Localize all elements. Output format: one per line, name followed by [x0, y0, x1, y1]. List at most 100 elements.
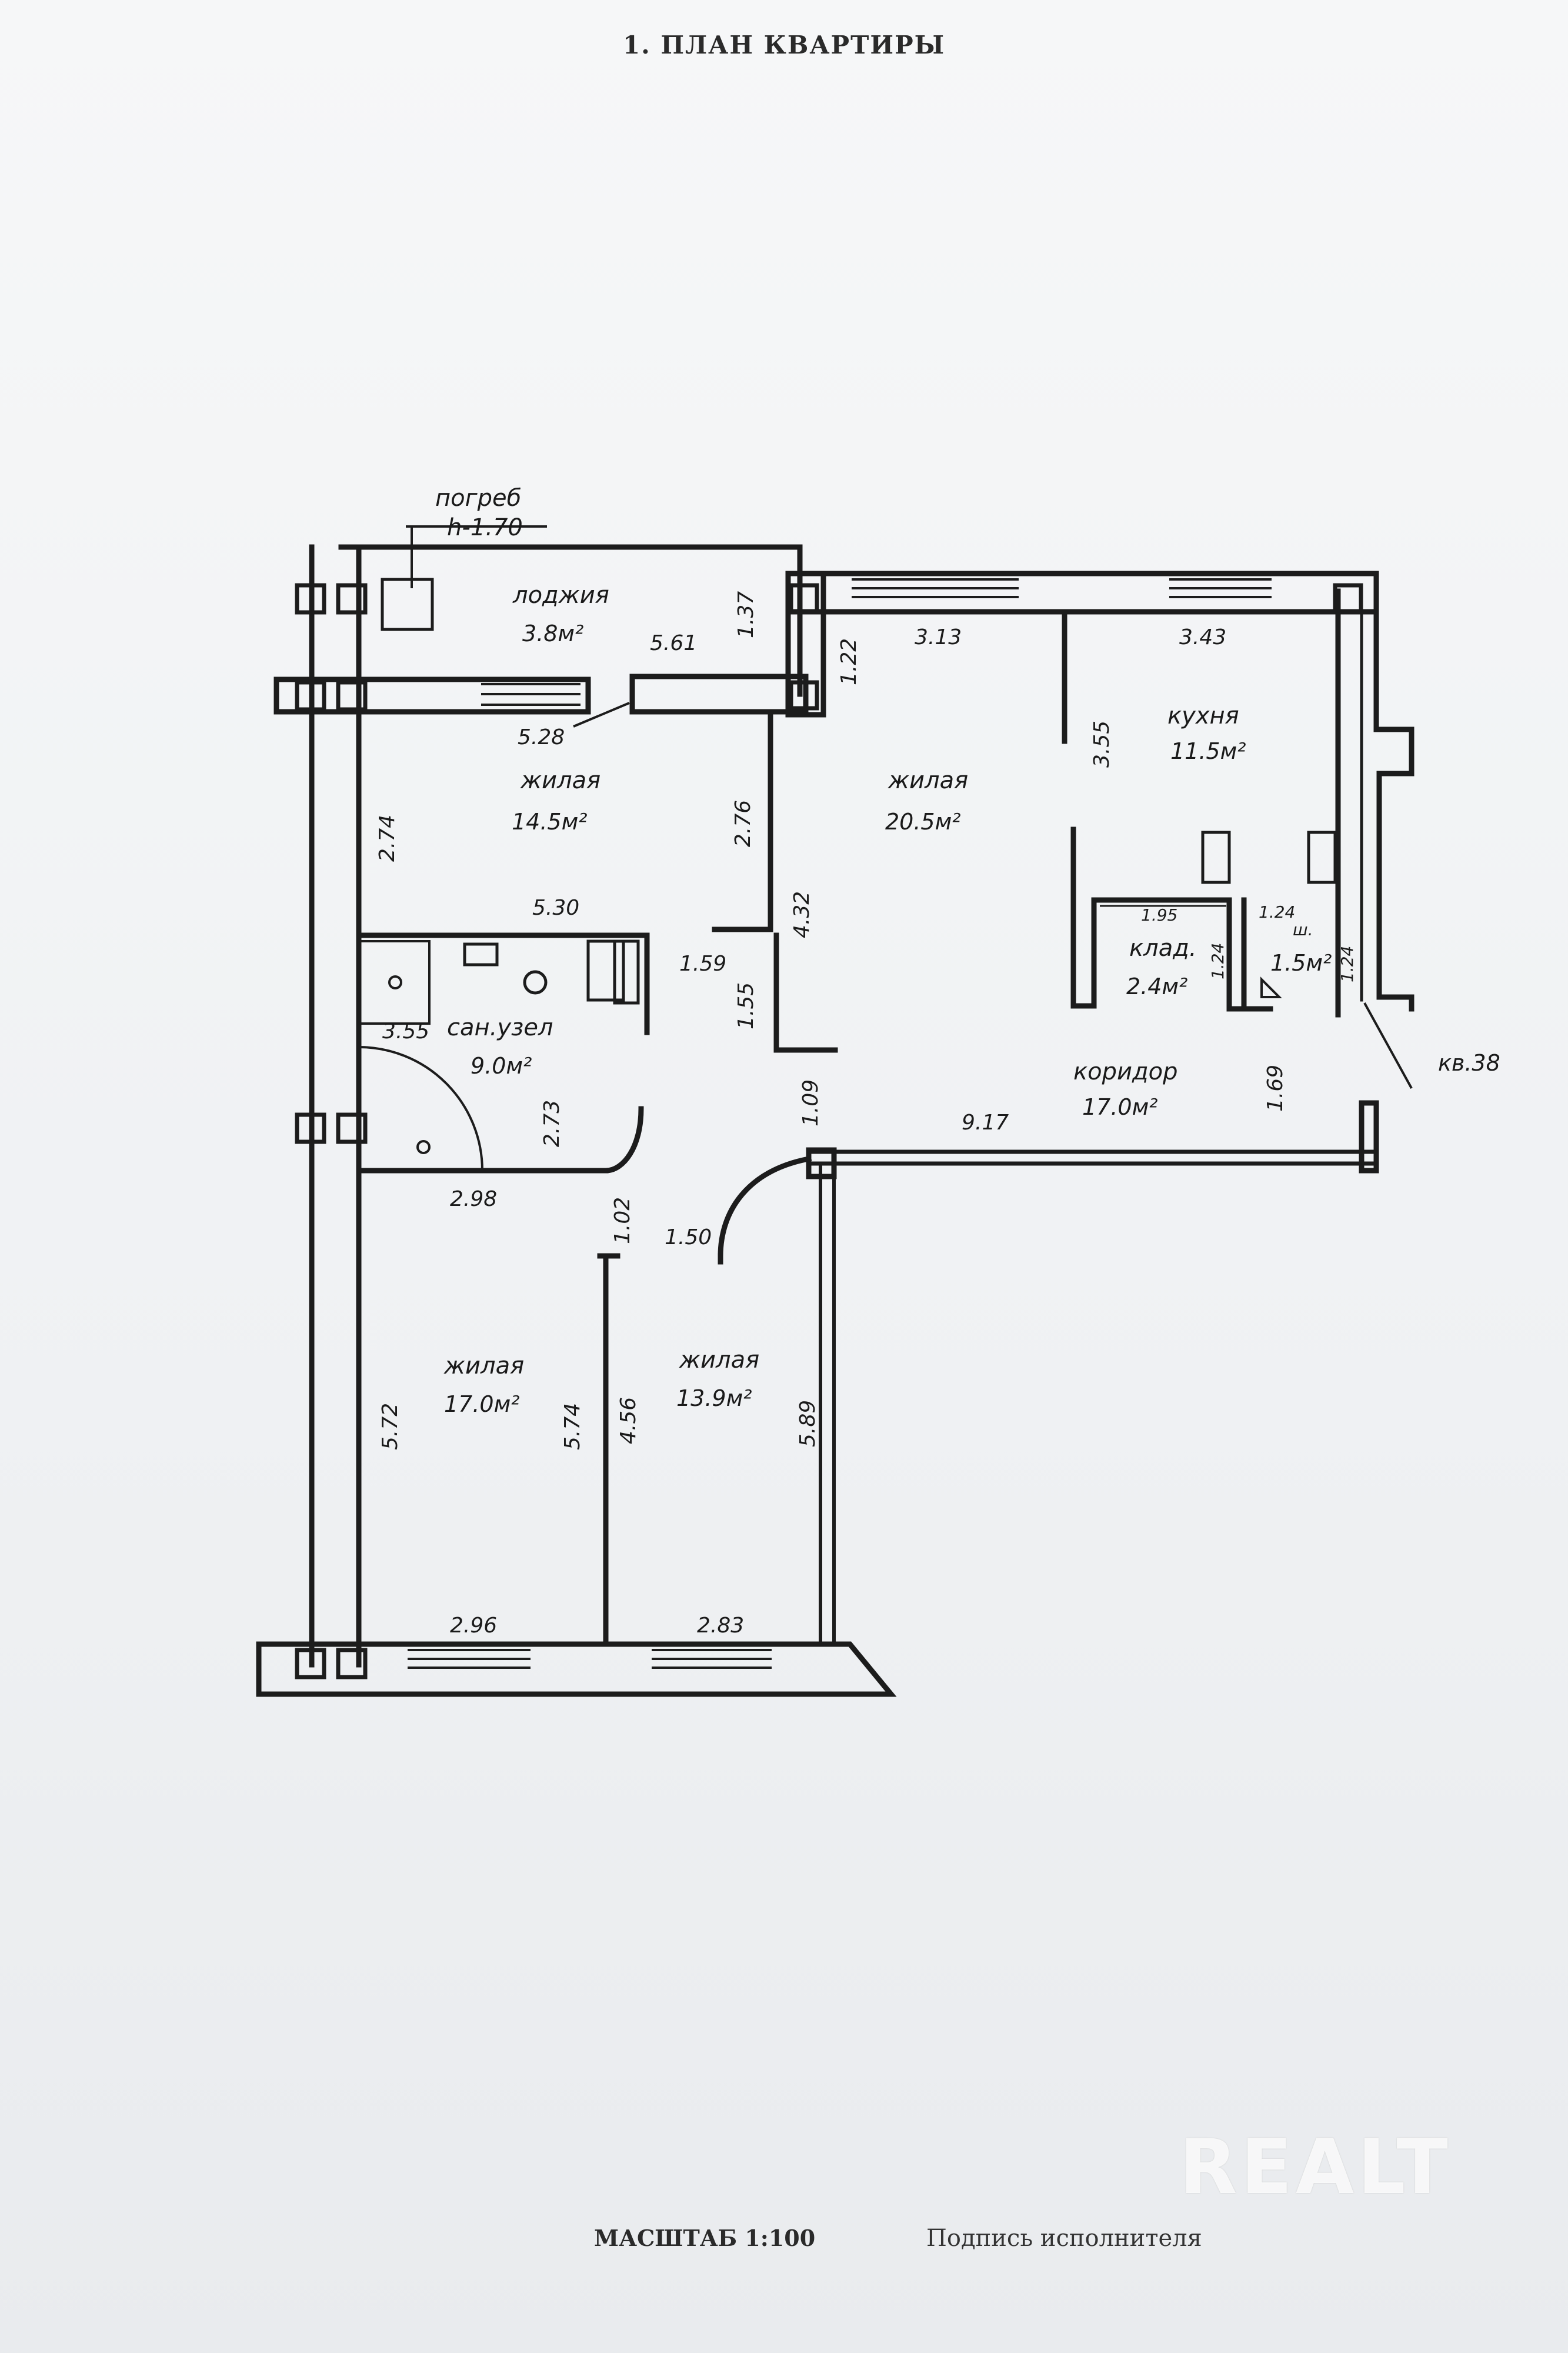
bathroom-fixture-3 — [586, 939, 625, 1002]
bedroom-partition — [597, 1253, 620, 1644]
dim-label: 1.69 — [1263, 1065, 1287, 1112]
cellar-label: погреб — [435, 485, 521, 512]
kitchen-area: 11.5м² — [1170, 738, 1246, 764]
column-square — [336, 1648, 368, 1679]
dim-label: 5.72 — [378, 1403, 402, 1450]
dim-label: 5.30 — [532, 896, 579, 920]
dim-label: 5.74 — [561, 1403, 585, 1450]
bathroom-fixture-2 — [463, 942, 499, 966]
closet-area: 1.5м² — [1270, 950, 1332, 976]
column-square — [336, 583, 368, 615]
closet-marker — [1260, 976, 1282, 998]
column-square — [789, 583, 819, 614]
dim-label: 1.22 — [837, 638, 861, 685]
dim-label: 2.96 — [450, 1614, 497, 1638]
living-partition-2 — [773, 932, 838, 1053]
dim-label: 5.61 — [650, 631, 697, 655]
top-window-1 — [852, 578, 1019, 598]
dim-label: 4.56 — [616, 1397, 640, 1444]
dim-label: 2.98 — [450, 1187, 497, 1211]
watermark-logo: REALT — [1179, 2124, 1452, 2211]
storage-label: клад. — [1129, 935, 1197, 962]
living-2-area: 20.5м² — [885, 809, 961, 835]
bathroom-label: сан.узел — [447, 1014, 553, 1041]
dim-label: 1.95 — [1141, 905, 1177, 925]
closet-label: ш. — [1293, 920, 1313, 939]
dim-label: 1.59 — [679, 952, 726, 976]
dim-label: 1.09 — [799, 1079, 823, 1126]
bathroom-fixture-4 — [613, 939, 640, 1005]
dim-label: 1.02 — [610, 1197, 635, 1244]
column-square — [1333, 583, 1363, 614]
dim-label: 1.24 — [1337, 946, 1357, 982]
dim-label: 2.73 — [540, 1100, 564, 1147]
loggia-top-wall — [309, 544, 803, 579]
top-window-2 — [1169, 578, 1272, 598]
living-4-area: 13.9м² — [676, 1385, 752, 1411]
column-square — [336, 1112, 368, 1144]
dim-label: 1.24 — [1208, 943, 1227, 979]
corridor-south-wall — [806, 1149, 1376, 1166]
column-square — [336, 680, 368, 712]
bathroom-door — [603, 1106, 644, 1174]
living-partition-1 — [712, 709, 773, 932]
kitchen-fixture-1 — [1201, 831, 1231, 884]
bottom-exterior-wall — [256, 1641, 897, 1697]
cellar-leader — [406, 525, 547, 588]
cellar-height: h-1.70 — [447, 514, 523, 541]
living-1-label: жилая — [520, 767, 600, 794]
bathroom-area: 9.0м² — [471, 1053, 532, 1079]
scale-label: МАСШТАБ 1:100 — [594, 2225, 816, 2251]
corridor-area: 17.0м² — [1082, 1094, 1158, 1120]
dim-label: 3.43 — [1179, 625, 1226, 649]
sink-circle — [388, 975, 402, 989]
dim-label: 4.32 — [790, 891, 814, 938]
bathroom-fixture-1 — [359, 940, 431, 1025]
tub-circle — [523, 970, 548, 995]
bottom-window-1 — [408, 1649, 531, 1669]
loggia-partition — [629, 674, 809, 715]
page-title: 1. ПЛАН КВАРТИРЫ — [622, 31, 946, 59]
dim-label: 3.55 — [1090, 721, 1114, 768]
column-square — [789, 680, 819, 711]
kitchen-label: кухня — [1167, 702, 1239, 729]
dim-label: 2.83 — [697, 1614, 744, 1638]
dim-label: 9.17 — [962, 1111, 1009, 1135]
storage-area: 2.4м² — [1126, 974, 1187, 999]
loggia-label: лоджия — [512, 582, 609, 609]
living-4-label: жилая — [679, 1347, 759, 1374]
dim-label: 3.55 — [382, 1019, 429, 1044]
dim-label: 3.13 — [915, 625, 962, 649]
living4-right-wall — [819, 1162, 836, 1643]
column-square — [295, 1648, 326, 1679]
column-square — [295, 583, 326, 615]
dim-label: 1.37 — [734, 591, 758, 638]
cellar-hatch — [381, 578, 434, 631]
dim-label: 1.55 — [734, 982, 758, 1029]
corridor-end — [1359, 1100, 1379, 1174]
column-square — [295, 1112, 326, 1144]
drain-circle — [416, 1140, 431, 1154]
apartment-ref: кв.38 — [1438, 1050, 1500, 1076]
dim-label: 1.24 — [1259, 902, 1295, 922]
loggia-bottom-wall — [273, 676, 591, 715]
dim-label: 5.28 — [518, 725, 565, 749]
corridor-pillar — [806, 1147, 837, 1179]
loggia-area: 3.8м² — [522, 621, 583, 646]
kitchen-fixture-2 — [1307, 831, 1337, 884]
living-1-area: 14.5м² — [512, 809, 588, 835]
top-pillar — [785, 571, 826, 718]
column-square — [295, 680, 326, 712]
dim-label: 1.50 — [665, 1225, 712, 1249]
living-2-label: жилая — [888, 767, 968, 794]
dim-label: 2.76 — [731, 800, 755, 847]
dim-5-28-leader — [573, 702, 630, 728]
corridor-door — [718, 1155, 812, 1259]
signature-label: Подпись исполнителя — [926, 2225, 1202, 2252]
corridor-label: коридор — [1073, 1058, 1178, 1085]
right-exterior-wall — [1335, 571, 1414, 1018]
living-3-area: 17.0м² — [444, 1391, 520, 1417]
loggia-window — [481, 683, 581, 706]
